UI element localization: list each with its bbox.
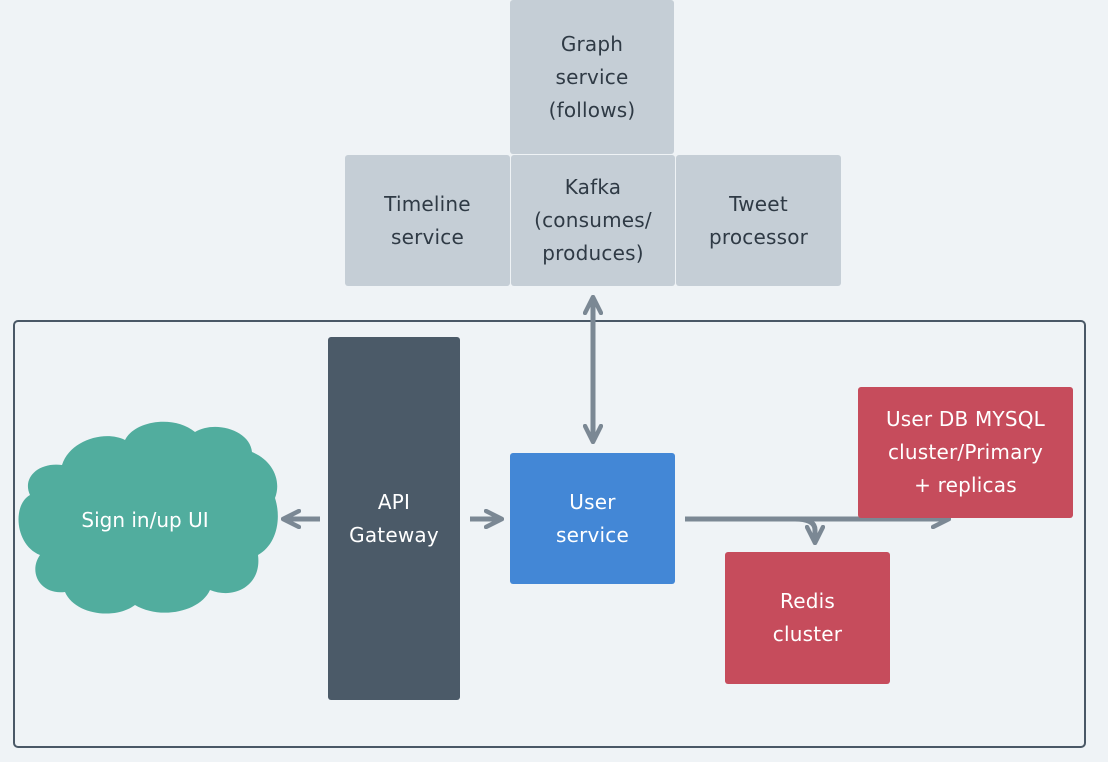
kafka-node: Kafka (consumes/ produces) <box>511 155 675 286</box>
timeline-service-label: Timeline service <box>384 191 471 249</box>
timeline-service-node: Timeline service <box>345 155 510 286</box>
cloud-shape <box>18 421 278 614</box>
tweet-processor-label: Tweet processor <box>708 191 809 249</box>
user-db-label: User DB MYSQL cluster/Primary + replicas <box>885 407 1046 497</box>
user-service-label: User service <box>555 489 630 547</box>
tweet-processor-node: Tweet processor <box>676 155 841 286</box>
redis-cluster-label: Redis cluster <box>772 589 843 646</box>
user-db-node: User DB MYSQL cluster/Primary + replicas <box>858 387 1073 518</box>
kafka-label: Kafka (consumes/ produces) <box>534 175 652 265</box>
api-gateway-node: API Gateway <box>328 337 460 700</box>
system-boundary <box>13 320 1086 748</box>
api-gateway-label: API Gateway <box>349 489 439 547</box>
user-service-node: User service <box>510 453 675 584</box>
redis-cluster-node: Redis cluster <box>725 552 890 684</box>
user-service-to-redis-arrow <box>794 516 815 541</box>
graph-service-label: Graph service (follows) <box>548 31 636 122</box>
sign-in-ui-label: Sign in/up UI <box>81 508 209 532</box>
graph-service-node: Graph service (follows) <box>510 0 674 154</box>
